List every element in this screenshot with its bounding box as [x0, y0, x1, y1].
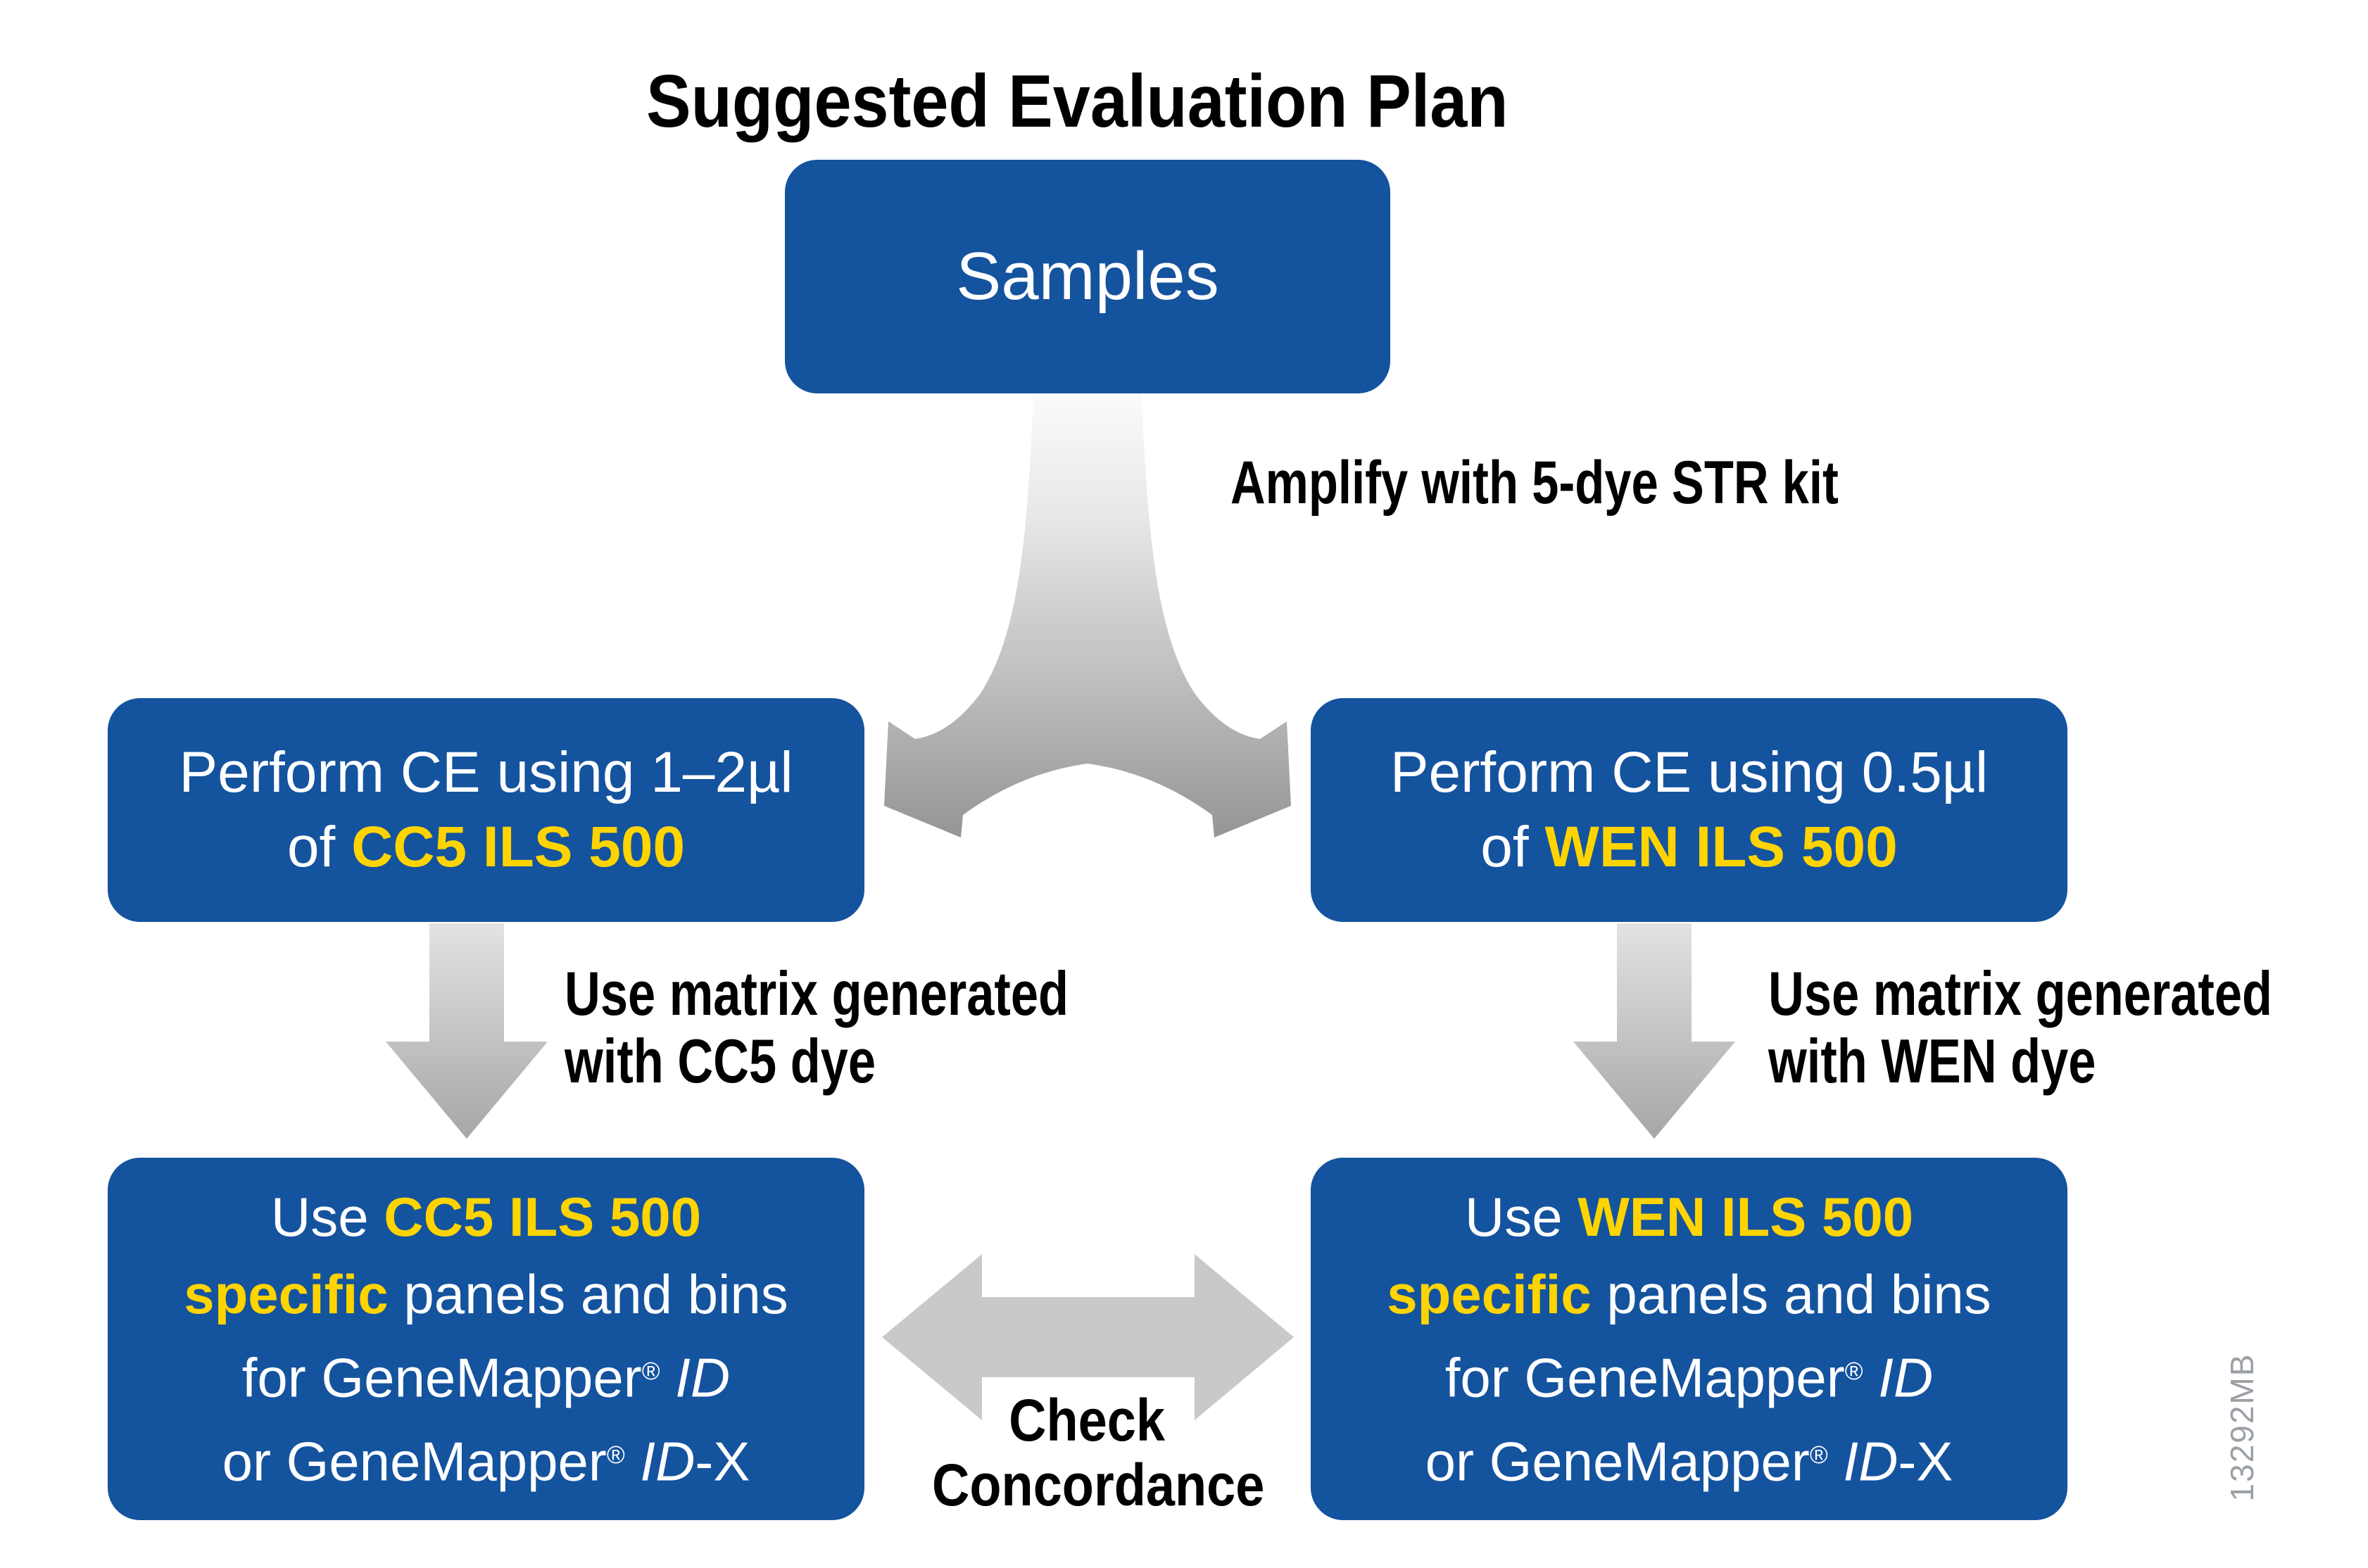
down-arrow-right — [1573, 923, 1735, 1139]
ce-left-highlight: CC5 ILS 500 — [351, 815, 686, 879]
node-ce-left: Perform CE using 1–2µl of CC5 ILS 500 — [108, 698, 864, 922]
panels-left-line4: or GeneMapper® ID-X — [222, 1430, 750, 1493]
panels-left-line3: for GeneMapper® ID — [241, 1346, 731, 1409]
panels-right-line1: Use WEN ILS 500 — [1464, 1185, 1914, 1248]
page-title: Suggested Evaluation Plan — [646, 60, 1509, 143]
panels-right-line4: or GeneMapper® ID-X — [1425, 1430, 1953, 1493]
samples-label: Samples — [956, 239, 1219, 314]
matrix-label-right: Use matrix generated with WEN dye — [1768, 959, 2273, 1096]
panels-right-line3: for GeneMapper® ID — [1444, 1346, 1934, 1409]
registered-mark: ® — [641, 1357, 660, 1385]
registered-mark: ® — [1844, 1357, 1863, 1385]
ce-right-line1: Perform CE using 0.5µl — [1390, 740, 1989, 804]
split-arrow — [884, 394, 1291, 837]
check-concordance-label: Check Concordance — [932, 1387, 1265, 1518]
amplify-label: Amplify with 5-dye STR kit — [1230, 449, 1839, 517]
node-samples: Samples — [785, 160, 1390, 393]
ce-left-line1: Perform CE using 1–2µl — [179, 740, 793, 804]
panels-left-line2: specific panels and bins — [184, 1263, 788, 1325]
watermark: 13292MB — [2224, 1353, 2260, 1502]
ce-left-line2: of CC5 ILS 500 — [286, 815, 686, 879]
registered-mark: ® — [1809, 1441, 1828, 1469]
concordance-arrow — [882, 1254, 1294, 1420]
node-ce-right: Perform CE using 0.5µl of WEN ILS 500 — [1311, 698, 2067, 922]
node-panels-left: Use CC5 ILS 500 specific panels and bins… — [108, 1158, 864, 1520]
panels-right-line2: specific panels and bins — [1387, 1263, 1991, 1325]
ce-right-highlight: WEN ILS 500 — [1544, 815, 1898, 879]
ce-right-line2: of WEN ILS 500 — [1480, 815, 1898, 879]
node-panels-right: Use WEN ILS 500 specific panels and bins… — [1311, 1158, 2067, 1520]
panels-left-line1: Use CC5 ILS 500 — [270, 1185, 702, 1248]
matrix-label-left: Use matrix generated with CC5 dye — [565, 959, 1069, 1096]
registered-mark: ® — [606, 1441, 625, 1469]
down-arrow-left — [386, 923, 548, 1139]
